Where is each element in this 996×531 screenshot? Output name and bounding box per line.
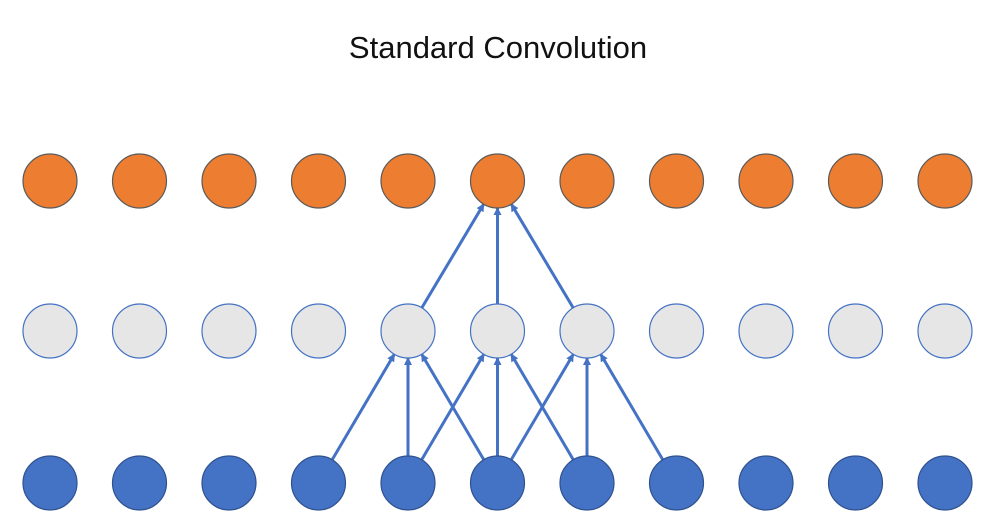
hidden-node-10: [917, 303, 973, 359]
output-node-5: [469, 153, 526, 209]
input-node-4: [380, 455, 436, 511]
output-node-0: [22, 153, 78, 209]
input-node-2: [201, 455, 257, 511]
hidden-node-0: [22, 303, 78, 359]
output-node-1: [111, 153, 168, 209]
output-node-8: [738, 153, 794, 209]
input-node-10: [917, 455, 973, 511]
hidden-node-8: [738, 303, 794, 359]
input-node-8: [738, 455, 794, 511]
hidden-node-9: [827, 303, 884, 359]
input-node-9: [827, 455, 884, 511]
output-node-10: [917, 153, 973, 209]
input-node-3: [290, 455, 347, 511]
page-title: Standard Convolution: [348, 30, 648, 65]
input-node-6: [559, 455, 615, 511]
hidden-node-7: [648, 303, 705, 359]
hidden-node-5: [469, 303, 526, 359]
hidden-node-3: [290, 303, 347, 359]
input-node-5: [469, 455, 526, 511]
hidden-node-1: [111, 303, 168, 359]
output-node-7: [648, 153, 705, 209]
hidden-node-6: [559, 303, 615, 359]
input-node-0: [22, 455, 78, 511]
layer-nodes: [22, 153, 973, 511]
hidden-node-2: [201, 303, 257, 359]
output-node-3: [290, 153, 347, 209]
hidden-node-4: [380, 303, 436, 359]
output-node-9: [827, 153, 884, 209]
output-node-4: [380, 153, 436, 209]
input-node-7: [648, 455, 705, 511]
input-node-1: [111, 455, 168, 511]
output-node-6: [559, 153, 615, 209]
output-node-2: [201, 153, 257, 209]
